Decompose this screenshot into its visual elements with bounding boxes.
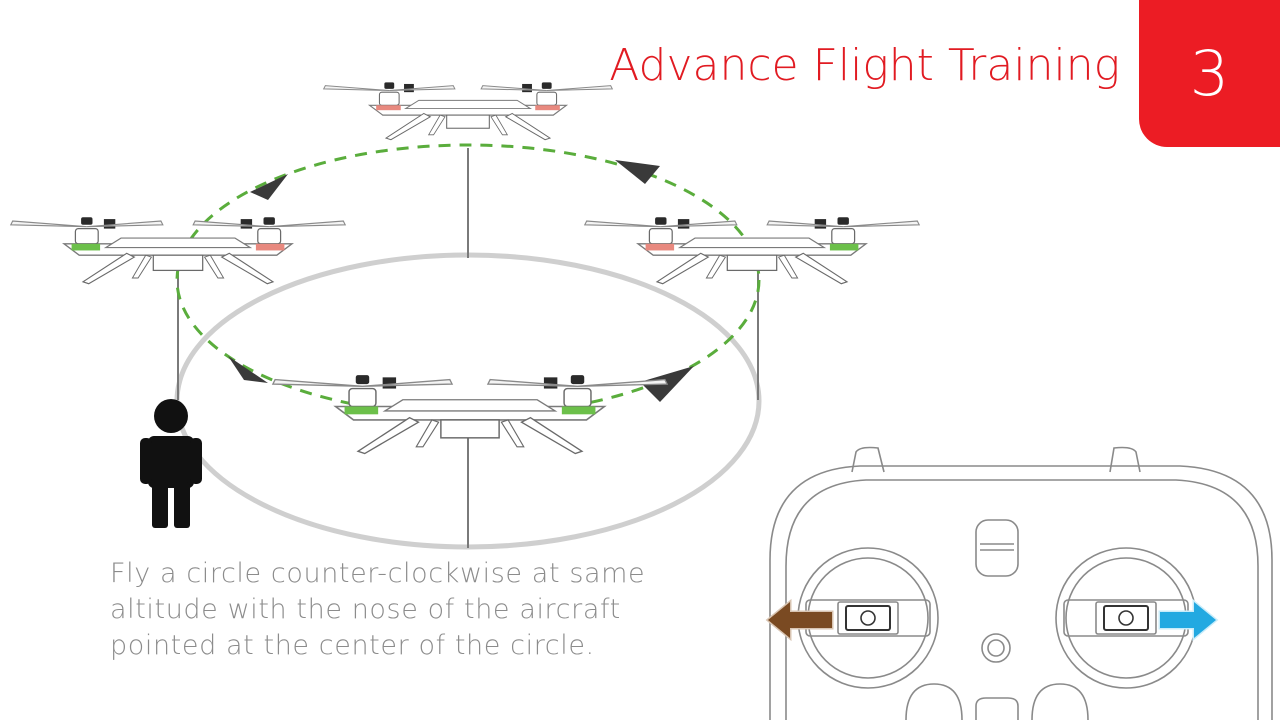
right-stick-arrow-icon: [1158, 598, 1219, 642]
page-title: Advance Flight Training: [609, 40, 1120, 91]
quadcopter-drone-icon-left: [11, 217, 345, 284]
caption-line: Fly a circle counter-clockwise at same: [110, 558, 646, 589]
altitude-guide-lines: [177, 148, 759, 548]
caption-line: pointed at the center of the circle.: [110, 630, 595, 661]
instruction-caption: Fly a circle counter-clockwise at same a…: [110, 556, 730, 664]
chapter-number-badge: 3: [1139, 0, 1280, 147]
caption-line: altitude with the nose of the aircraft: [110, 594, 621, 625]
quadcopter-drone-icon-front: [273, 375, 667, 453]
remote-controller-icon: [769, 446, 1273, 720]
person-silhouette-icon: [140, 399, 202, 528]
left-stick-arrow-icon: [765, 598, 834, 642]
quadcopter-drone-icon-right: [585, 217, 919, 284]
quadcopter-drone-icon-top: [324, 82, 613, 139]
